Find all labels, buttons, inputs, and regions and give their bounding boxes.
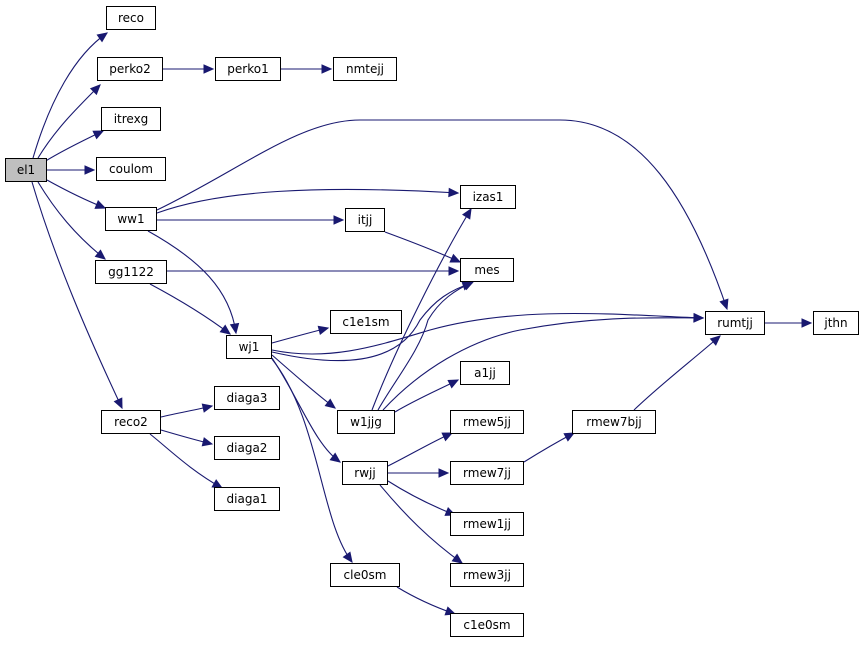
arrowhead-perko2-to-perko1 bbox=[203, 64, 215, 74]
arrowhead-ww1-to-itjj bbox=[333, 215, 345, 225]
node-reco[interactable]: reco bbox=[106, 6, 156, 30]
edge-rmew7bjj-to-rumtjj bbox=[633, 335, 721, 411]
edge-rwjj-to-rmew3jj bbox=[379, 484, 463, 564]
edge-rwjj-to-rmew5jj bbox=[387, 432, 453, 467]
arrowhead-gg1122-to-mes bbox=[448, 266, 460, 276]
arrowhead-rwjj-to-rmew7jj bbox=[438, 468, 450, 478]
arrowhead-rmew7bjj-to-rumtjj bbox=[709, 335, 721, 346]
node-el1[interactable]: el1 bbox=[5, 158, 47, 182]
edge-w1jjg-to-izas1 bbox=[371, 208, 472, 411]
node-reco2[interactable]: reco2 bbox=[101, 410, 161, 434]
arrowhead-w1jjg-to-mes bbox=[462, 281, 475, 291]
node-jthn[interactable]: jthn bbox=[813, 311, 859, 335]
node-itjj[interactable]: itjj bbox=[345, 208, 385, 232]
arrowhead-wj1-to-w1jjg bbox=[324, 398, 336, 409]
edge-wj1-to-rumtjj bbox=[271, 312, 704, 355]
edge-el1-to-perko2 bbox=[37, 84, 101, 159]
node-diaga2[interactable]: diaga2 bbox=[214, 436, 280, 460]
edge-rwjj-to-rmew1jj bbox=[387, 480, 456, 516]
arrowhead-reco2-to-diaga2 bbox=[201, 437, 214, 447]
node-perko1[interactable]: perko1 bbox=[215, 57, 281, 81]
node-w1jjg[interactable]: w1jjg bbox=[337, 410, 395, 434]
node-itrexg[interactable]: itrexg bbox=[101, 107, 161, 131]
arrowhead-rmew7jj-to-rmew7bjj bbox=[563, 432, 576, 442]
arrowhead-wj1-to-c1e1sm bbox=[317, 325, 330, 335]
node-rmew1jj[interactable]: rmew1jj bbox=[450, 512, 524, 536]
arrowhead-w1jjg-to-a1jj bbox=[447, 379, 460, 389]
arrowhead-w1jjg-to-izas1 bbox=[462, 207, 472, 220]
edge-wj1-to-mes bbox=[271, 282, 473, 362]
node-cle0sm[interactable]: cle0sm bbox=[330, 563, 400, 587]
node-gg1122[interactable]: gg1122 bbox=[95, 260, 167, 284]
arrowhead-el1-to-itrexg bbox=[92, 130, 105, 140]
edge-el1-to-reco2 bbox=[31, 181, 123, 409]
arrowhead-wj1-to-rwjj bbox=[329, 452, 341, 463]
edge-w1jjg-to-a1jj bbox=[394, 379, 459, 413]
edge-ww1-to-wj1 bbox=[147, 230, 237, 334]
edge-w1jjg-to-mes bbox=[377, 281, 474, 411]
node-mes[interactable]: mes bbox=[460, 258, 514, 282]
node-rmew5jj[interactable]: rmew5jj bbox=[450, 410, 524, 434]
edge-gg1122-to-wj1 bbox=[149, 283, 231, 335]
node-perko2[interactable]: perko2 bbox=[97, 57, 163, 81]
arrowhead-rwjj-to-rmew3jj bbox=[451, 553, 463, 564]
arrowhead-ww1-to-izas1 bbox=[448, 187, 460, 198]
edge-el1-to-ww1 bbox=[46, 179, 106, 209]
edge-el1-to-gg1122 bbox=[37, 181, 106, 260]
arrowhead-wj1-to-cle0sm bbox=[342, 551, 353, 563]
node-a1jj[interactable]: a1jj bbox=[460, 361, 510, 385]
arrowhead-ww1-to-rumtjj bbox=[719, 298, 729, 311]
node-coulom[interactable]: coulom bbox=[96, 157, 166, 181]
arrowhead-w1jjg-to-rumtjj bbox=[693, 313, 705, 323]
arrowhead-reco2-to-diaga3 bbox=[201, 403, 214, 413]
edge-w1jjg-to-rumtjj bbox=[382, 317, 704, 411]
arrowhead-el1-to-coulom bbox=[84, 165, 96, 175]
edge-wj1-to-w1jjg bbox=[271, 354, 336, 409]
node-c1e1sm[interactable]: c1e1sm bbox=[330, 310, 402, 334]
arrowhead-rumtjj-to-jthn bbox=[801, 318, 813, 328]
arrowhead-gg1122-to-wj1 bbox=[219, 324, 231, 335]
node-wj1[interactable]: wj1 bbox=[226, 335, 272, 359]
arrowhead-el1-to-gg1122 bbox=[94, 249, 106, 260]
node-nmtejj[interactable]: nmtejj bbox=[333, 57, 397, 81]
node-izas1[interactable]: izas1 bbox=[460, 185, 516, 209]
node-rmew3jj[interactable]: rmew3jj bbox=[450, 563, 524, 587]
arrowhead-ww1-to-wj1 bbox=[229, 322, 240, 335]
edge-el1-to-reco bbox=[32, 32, 108, 159]
edge-reco2-to-diaga1 bbox=[149, 433, 223, 489]
arrowhead-rwjj-to-rmew5jj bbox=[441, 432, 454, 442]
edge-ww1-to-izas1 bbox=[156, 188, 459, 214]
node-rmew7bjj[interactable]: rmew7bjj bbox=[572, 410, 656, 434]
node-diaga3[interactable]: diaga3 bbox=[214, 386, 280, 410]
edge-wj1-to-cle0sm bbox=[271, 358, 353, 563]
node-rmew7jj[interactable]: rmew7jj bbox=[450, 461, 524, 485]
node-c1e0sm[interactable]: c1e0sm bbox=[450, 613, 524, 637]
arrowhead-itjj-to-mes bbox=[449, 253, 462, 263]
arrowhead-el1-to-perko2 bbox=[89, 84, 101, 96]
node-ww1[interactable]: ww1 bbox=[105, 207, 157, 231]
node-rwjj[interactable]: rwjj bbox=[342, 461, 388, 485]
arrowhead-perko1-to-nmtejj bbox=[321, 64, 333, 74]
edge-cle0sm-to-c1e0sm bbox=[396, 586, 456, 615]
node-diaga1[interactable]: diaga1 bbox=[214, 487, 280, 511]
arrowhead-el1-to-reco2 bbox=[113, 397, 123, 410]
arrowhead-el1-to-reco bbox=[96, 32, 109, 43]
arrowhead-el1-to-ww1 bbox=[94, 200, 107, 209]
node-rumtjj[interactable]: rumtjj bbox=[705, 311, 765, 335]
edge-ww1-to-rumtjj bbox=[156, 119, 728, 310]
